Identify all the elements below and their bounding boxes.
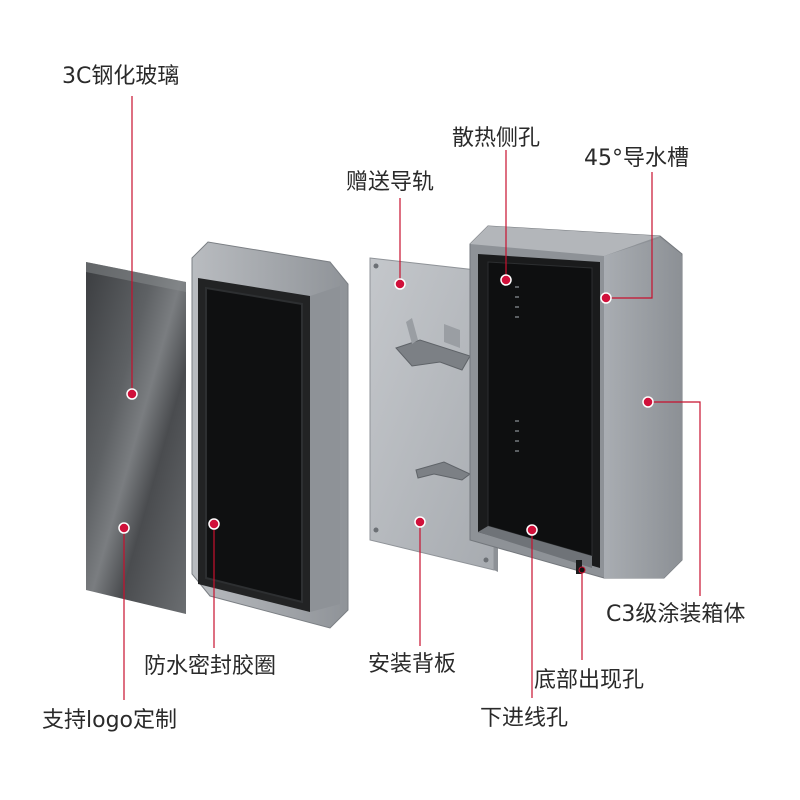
label-back-plate: 安装背板 (368, 652, 457, 677)
coat-dot (642, 396, 654, 408)
seal-dot (208, 518, 220, 530)
bottom-hole-dot (578, 566, 586, 574)
logo-dot (118, 522, 130, 534)
vent-holes (515, 286, 519, 452)
label-logo: 支持logo定制 (42, 708, 177, 733)
callout-lines (123, 96, 701, 700)
seal-frame (191, 241, 349, 629)
main-box (469, 225, 683, 579)
back-dot (414, 516, 426, 528)
label-coated-box: C3级涂装箱体 (606, 602, 746, 627)
back-plate (369, 257, 498, 572)
label-seal-ring: 防水密封胶圈 (144, 654, 277, 679)
label-bottom-hole: 底部出现孔 (534, 668, 645, 693)
groove-dot (600, 292, 612, 304)
callout-dots (118, 274, 654, 536)
label-rail: 赠送导轨 (346, 170, 435, 195)
label-wire-hole: 下进线孔 (480, 706, 569, 731)
rail-dot (394, 278, 406, 290)
label-vent-holes: 散热侧孔 (452, 126, 541, 151)
glass-panel (86, 262, 186, 614)
label-drain-groove: 45°导水槽 (584, 146, 689, 171)
vent-dot (500, 274, 512, 286)
glass-dot (126, 388, 138, 400)
label-glass: 3C钢化玻璃 (62, 64, 180, 89)
wire-dot (526, 524, 538, 536)
